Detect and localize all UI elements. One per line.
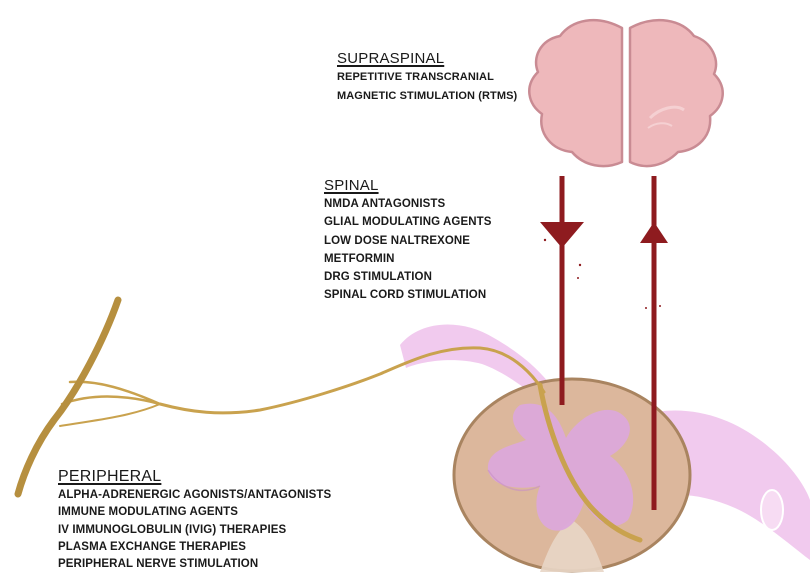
peripheral-treatment-list: ALPHA-ADRENERGIC AGONISTS/ANTAGONISTS IM… [58, 487, 331, 573]
supraspinal-label-group: SUPRASPINAL REPETITIVE TRANSCRANIAL MAGN… [337, 50, 517, 106]
supraspinal-treatment-list: REPETITIVE TRANSCRANIAL MAGNETIC STIMULA… [337, 68, 517, 106]
spinal-treatment: NMDA ANTAGONISTS [324, 195, 492, 213]
peripheral-treatment: IV IMMUNOGLOBULIN (IVIG) THERAPIES [58, 522, 331, 539]
supraspinal-treatment: REPETITIVE TRANSCRANIAL [337, 68, 517, 87]
brain-right-hemisphere [630, 20, 723, 166]
spinal-heading: SPINAL [324, 177, 492, 195]
spinal-treatment: LOW DOSE NALTREXONE [324, 232, 492, 250]
dorsal-root-ganglion [761, 490, 783, 530]
peripheral-treatment: PERIPHERAL NERVE STIMULATION [58, 556, 331, 573]
spinal-treatment: SPINAL CORD STIMULATION [324, 286, 492, 304]
supraspinal-heading: SUPRASPINAL [337, 50, 517, 68]
spinal-treatment: DRG STIMULATION [324, 268, 492, 286]
spinal-treatment: GLIAL MODULATING AGENTS [324, 213, 492, 231]
peripheral-treatment: ALPHA-ADRENERGIC AGONISTS/ANTAGONISTS [58, 487, 331, 504]
brain-illustration [529, 20, 722, 166]
spinal-label-group: SPINAL NMDA ANTAGONISTS GLIAL MODULATING… [324, 177, 492, 305]
ascending-arrowhead [640, 222, 668, 243]
peripheral-treatment: PLASMA EXCHANGE THERAPIES [58, 539, 331, 556]
peripheral-heading: PERIPHERAL [58, 467, 331, 487]
spinal-treatment-list: NMDA ANTAGONISTS GLIAL MODULATING AGENTS… [324, 195, 492, 305]
peripheral-label-group: PERIPHERAL ALPHA-ADRENERGIC AGONISTS/ANT… [58, 467, 331, 573]
brain-left-hemisphere [529, 20, 622, 166]
peripheral-treatment: IMMUNE MODULATING AGENTS [58, 504, 331, 521]
supraspinal-treatment: MAGNETIC STIMULATION (RTMS) [337, 87, 517, 106]
descending-arrowhead [540, 222, 584, 248]
spinal-treatment: METFORMIN [324, 250, 492, 268]
